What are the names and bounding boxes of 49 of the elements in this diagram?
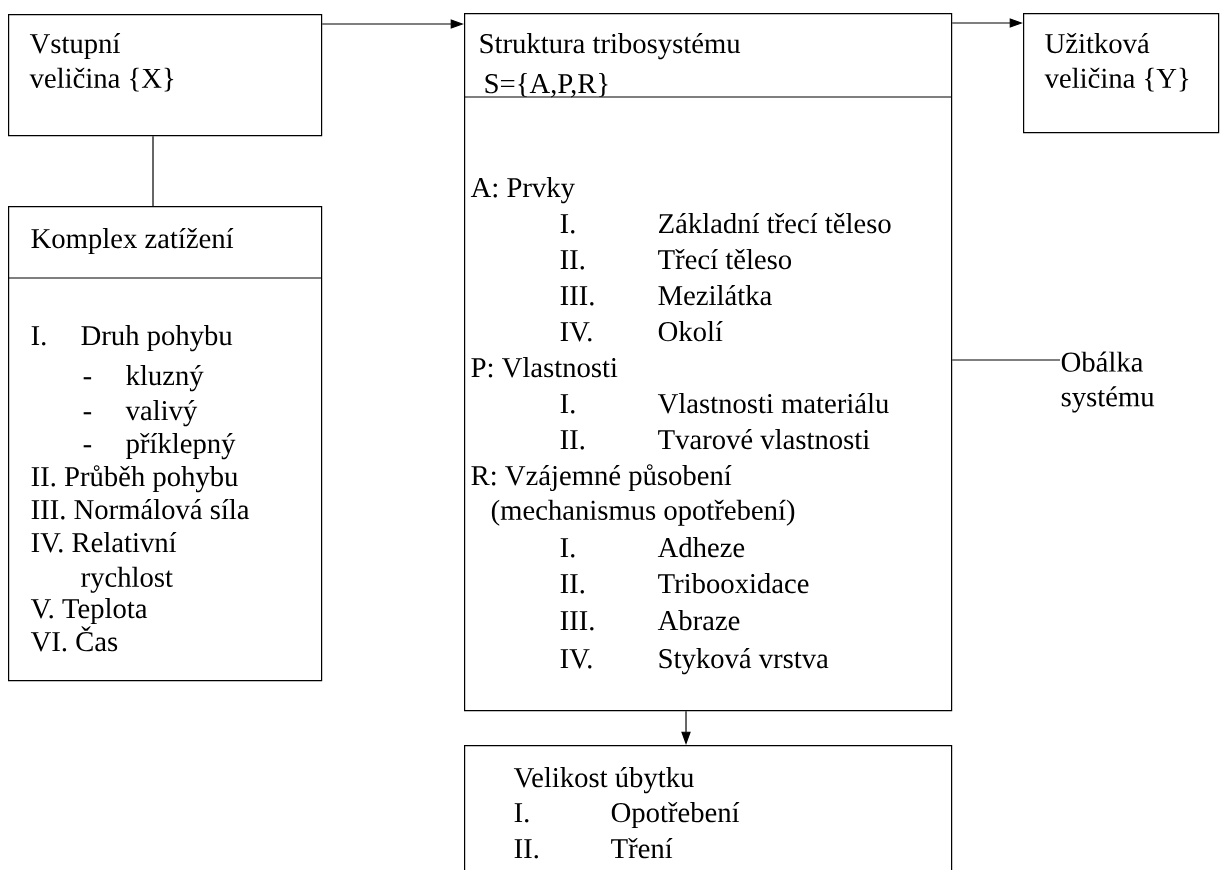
list-item: příklepný <box>126 433 236 460</box>
list-item: Adheze <box>657 537 745 558</box>
list-heading: A: Prvky <box>470 177 575 204</box>
list-number: III. <box>560 286 594 306</box>
list-item: V. Teplota <box>30 598 148 625</box>
list-item: Tvarové vlastnosti <box>658 429 870 450</box>
list-item: Opotřebení <box>611 802 740 829</box>
list-item: Abraze <box>657 610 740 631</box>
list-item: Třecí těleso <box>658 249 792 270</box>
list-heading: R: Vzájemné působení (mechanismus opotřebení) <box>471 464 795 526</box>
list-item: VI. Čas <box>30 626 118 652</box>
box-text: Vstupní veličina {X} <box>29 33 174 92</box>
list-item: Okolí <box>658 321 723 342</box>
callout-text: Obálka systému <box>1061 351 1155 413</box>
list-number: I. <box>560 538 575 558</box>
formula-text: S={A,P,R} <box>485 73 608 98</box>
list-item: IV. Relativní rychlost <box>31 532 177 593</box>
list-item: III. Normálová síla <box>31 499 250 520</box>
connector-line <box>152 135 154 207</box>
list-item: valivý <box>125 400 198 427</box>
list-dash: - <box>83 377 92 380</box>
list-item: Tření <box>611 838 673 859</box>
list-item: Druh pohybu <box>81 325 233 352</box>
list-item: Vlastnosti materiálu <box>657 393 889 414</box>
list-number: I. <box>560 394 575 414</box>
list-item: kluzný <box>126 365 204 392</box>
list-number: III. <box>560 611 594 631</box>
list-number: IV. <box>560 322 592 342</box>
list-number: II. <box>514 839 538 859</box>
list-number: II. <box>560 574 584 594</box>
list-number: I. <box>514 803 529 823</box>
heading: Struktura tribosystému <box>480 33 741 60</box>
list-item: Styková vrstva <box>659 648 829 675</box>
leader-line <box>951 359 1061 361</box>
list-number: II. <box>560 250 584 270</box>
heading: Velikost úbytku <box>513 767 694 794</box>
list-number: I. <box>560 214 575 234</box>
list-number: IV. <box>560 649 592 669</box>
list-number: II. <box>560 430 584 450</box>
list-item: Tribooxidace <box>658 573 809 594</box>
list-number: I. <box>31 326 46 346</box>
box-text: Užitková veličina {Y} <box>1044 33 1189 92</box>
list-item: II. Průběh pohybu <box>31 465 238 493</box>
list-dash: - <box>83 445 92 448</box>
list-item: Mezilátka <box>658 285 772 306</box>
heading: Komplex zatížení <box>31 228 234 255</box>
list-dash: - <box>83 412 92 415</box>
list-heading: P: Vlastnosti <box>471 357 618 378</box>
list-item: Základní třecí těleso <box>659 213 891 234</box>
